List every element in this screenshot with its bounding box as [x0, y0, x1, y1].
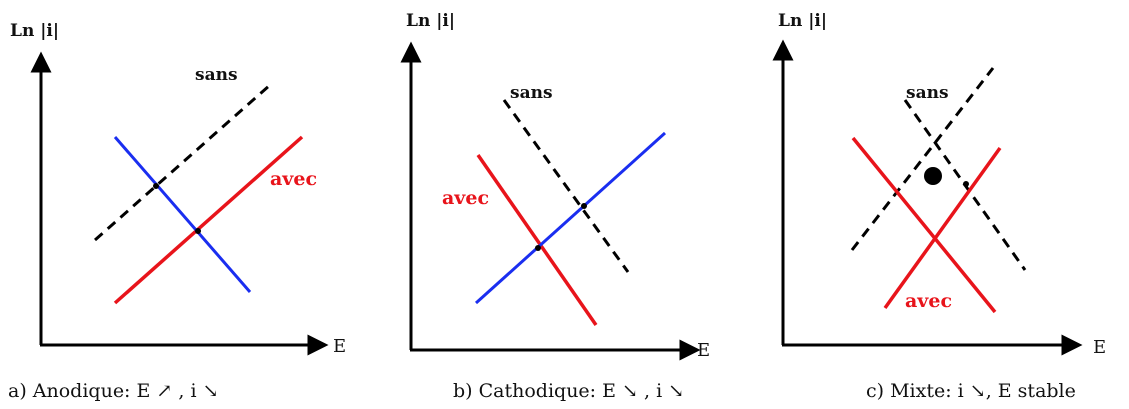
panel-c-x-label: E: [1093, 337, 1106, 358]
panel-c-corrosion-point-sans: [924, 167, 942, 185]
panel-b-intersection-sans: [581, 203, 587, 209]
panel-b-x-label: E: [697, 340, 710, 361]
panel-b-cathodic: Ln |i| E sans avec b) Cathodique: E ↘ , …: [400, 11, 710, 402]
panel-a-sans-label: sans: [195, 65, 238, 85]
panel-c-avec-label: avec: [905, 290, 952, 312]
panel-b-sans-label: sans: [510, 83, 553, 103]
panel-b-y-label: Ln |i|: [406, 11, 455, 31]
panel-b-anodic-line: [474, 131, 667, 305]
panel-b-sans-cathodic-line: [502, 99, 630, 273]
panel-c-y-label: Ln |i|: [778, 11, 827, 31]
panel-b-caption: b) Cathodique: E ↘ , i ↘: [453, 380, 684, 402]
panel-a-anodic: Ln |i| E sans avec a) Anodique: E ↗ , i …: [8, 21, 346, 402]
panel-a-x-label: E: [333, 336, 346, 357]
panel-a-intersection-sans: [153, 183, 159, 189]
panel-b-avec-label: avec: [442, 187, 489, 209]
panel-a-caption: a) Anodique: E ↗ , i ↘: [8, 380, 218, 402]
panel-a-sans-anodic-line: [94, 83, 271, 242]
panel-a-y-label: Ln |i|: [10, 21, 59, 41]
panel-a-avec-label: avec: [270, 168, 317, 190]
panel-c-sans-anodic-line: [850, 67, 995, 251]
panel-c-intersection-dash-red: [963, 181, 969, 187]
panel-c-mixed: Ln |i| E sans avec c) Mixte: i ↘, E stab…: [772, 11, 1106, 402]
panel-c-avec-cathodic-line: [851, 136, 997, 314]
panel-c-sans-label: sans: [906, 83, 949, 103]
panel-a-intersection-avec: [195, 228, 201, 234]
panel-c-avec-anodic-line: [883, 146, 1002, 310]
panel-b-avec-cathodic-line: [476, 154, 598, 326]
panel-a-cathodic-line: [113, 136, 252, 293]
panel-a-avec-anodic-line: [113, 135, 304, 305]
panel-b-intersection-avec: [535, 245, 541, 251]
panel-c-caption: c) Mixte: i ↘, E stable: [866, 380, 1076, 402]
